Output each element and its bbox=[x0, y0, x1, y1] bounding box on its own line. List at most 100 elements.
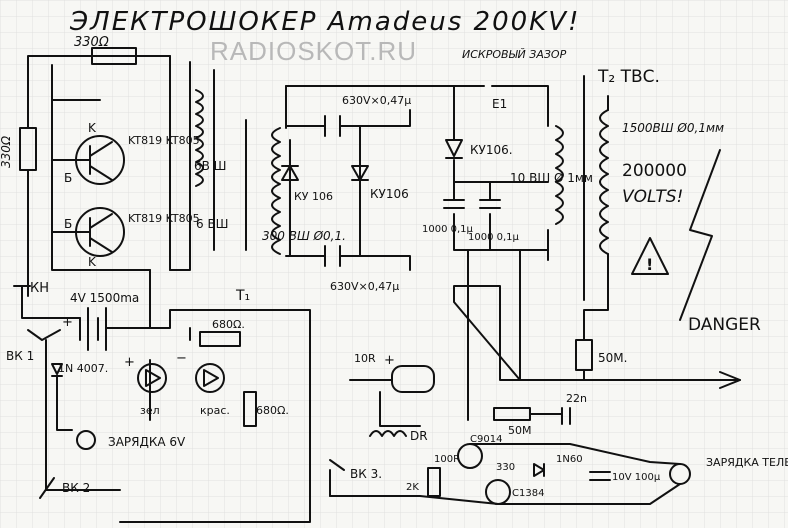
capacitor-10v-label: 10V 100μ bbox=[612, 472, 661, 483]
led-green bbox=[137, 363, 167, 393]
diode-1n4007-label: 1N 4007. bbox=[58, 362, 108, 375]
capacitor-top-label: 630V×0,47μ bbox=[342, 94, 411, 107]
diode-left-label: КУ 106 bbox=[294, 190, 333, 203]
r10-label: 10R bbox=[354, 352, 376, 365]
resistor-330-top bbox=[91, 47, 137, 65]
battery-cells bbox=[79, 307, 107, 351]
watermark: RADIOSKOT.RU bbox=[210, 36, 417, 66]
charge-phone-label: ЗАРЯДКА ТЕЛЕФОНА bbox=[706, 456, 788, 469]
resistor-50m-bottom-label: 50M bbox=[508, 424, 532, 437]
battery-wiring bbox=[45, 317, 119, 329]
plus-sign-a: + bbox=[62, 315, 73, 330]
t2-secondary-winding bbox=[583, 95, 609, 341]
output-arrow-icon bbox=[719, 371, 741, 389]
resistor-50m-right-label: 50M. bbox=[598, 351, 627, 365]
output-wiring bbox=[453, 285, 741, 381]
capacitor-bottom-label: 630V×0,47μ bbox=[330, 280, 399, 293]
lightning-bolt-icon bbox=[679, 149, 721, 321]
switch-vk3 bbox=[329, 459, 345, 497]
capacitor-22n-label: 22n bbox=[566, 392, 587, 405]
led-green-symbol bbox=[145, 369, 161, 387]
diode-1n-label: 1N60 bbox=[556, 454, 583, 465]
switch-vk2 bbox=[39, 477, 55, 499]
switch-vk1 bbox=[27, 329, 61, 341]
capacitor-bottom bbox=[324, 245, 341, 267]
resistor-2k bbox=[427, 467, 441, 497]
transistor-bottom bbox=[51, 207, 125, 257]
capacitor-22n bbox=[529, 407, 571, 425]
r100-label: 100R bbox=[434, 454, 460, 465]
r330-label: 330 bbox=[496, 462, 515, 473]
battery-label: 4V 1500ma bbox=[70, 291, 139, 305]
phone-charge-wiring bbox=[329, 443, 681, 505]
volts-number: 200000 bbox=[622, 161, 687, 181]
capacitor-1000-a-label: 1000 0,1μ bbox=[422, 224, 474, 235]
diode-1n60 bbox=[533, 463, 545, 477]
t2-secondary-label: 1500ВШ Ø0,1мм bbox=[622, 121, 724, 135]
spark-gap-label: ИСКРОВЫЙ ЗАЗОР bbox=[462, 48, 567, 61]
capacitor-1000-b bbox=[479, 199, 501, 209]
t1-primary-label: 300 ВШ Ø0,1. bbox=[262, 229, 346, 243]
charge-6v-label: ЗАРЯДКА 6V bbox=[108, 435, 186, 449]
multiplier-wiring bbox=[285, 85, 471, 271]
inductor-dr bbox=[369, 430, 407, 437]
resistor-680-side-label: 680Ω. bbox=[256, 404, 289, 417]
winding-10-label: 10 ВШ Ø 1мм bbox=[510, 171, 593, 185]
t2-primary-winding bbox=[555, 125, 564, 225]
vk1-label: ВК 1 bbox=[6, 349, 34, 363]
transistor-c9014-label: C9014 bbox=[470, 434, 502, 445]
led-wiring bbox=[117, 309, 311, 523]
diode-mid-label: КУ106 bbox=[370, 187, 409, 201]
winding-6vit-label: 6 ВШ bbox=[196, 217, 229, 231]
minus-sign-a: − bbox=[176, 351, 187, 366]
capacitor-10v bbox=[589, 471, 611, 481]
kh-label: КН bbox=[30, 281, 49, 296]
diode-right-label: КУ106. bbox=[470, 143, 513, 157]
resistor-330-left bbox=[19, 127, 37, 171]
resistor-680-top-label: 680Ω. bbox=[212, 318, 245, 331]
pin-b-bottom: Б bbox=[64, 217, 72, 231]
pin-b-top: Б bbox=[64, 171, 72, 185]
led-red bbox=[195, 363, 225, 393]
transistor-top-label: KT819 KT805 bbox=[128, 134, 200, 147]
charge-jack-6v bbox=[76, 430, 96, 450]
volts-word: VOLTS! bbox=[622, 187, 683, 207]
resistor-680-top bbox=[199, 331, 241, 347]
plus-sign-b: + bbox=[124, 355, 135, 370]
t1-name: T₁ bbox=[235, 288, 250, 304]
t1-secondary-winding bbox=[245, 119, 281, 255]
t1-feedback-winding bbox=[195, 69, 215, 251]
vk2-label: ВК 2 bbox=[62, 481, 90, 495]
led-red-symbol bbox=[203, 369, 219, 387]
capacitor-1000-a bbox=[443, 199, 465, 209]
stage2-wiring bbox=[453, 85, 549, 421]
diode-mid bbox=[351, 165, 369, 181]
diode-right bbox=[445, 139, 463, 159]
capacitor-top bbox=[324, 115, 341, 137]
led-green-label: зел bbox=[140, 404, 160, 417]
flashlight-wiring bbox=[349, 379, 421, 427]
resistor-330-left-label: 330Ω bbox=[0, 135, 13, 168]
transistor-bottom-label: KT819 KT805 bbox=[128, 212, 200, 225]
r2k-label: 2K bbox=[406, 482, 419, 493]
pin-k-top: K bbox=[88, 121, 97, 135]
t2-label: T₂ ТВС. bbox=[597, 67, 660, 87]
resistor-680-side bbox=[243, 391, 257, 427]
button-kh bbox=[13, 285, 31, 313]
warning-triangle bbox=[631, 237, 669, 275]
pin-k-bottom: K bbox=[88, 255, 97, 269]
vk3-label: ВК 3. bbox=[350, 467, 382, 481]
resistor-330-top-label: 330Ω bbox=[74, 35, 109, 50]
dr-label: DR bbox=[410, 429, 428, 443]
transistor-top bbox=[51, 135, 125, 185]
winding-6v-label: 6В Ш bbox=[194, 159, 227, 173]
title: ЭЛЕКТРОШОКЕР Amadeus 200KV! bbox=[69, 7, 580, 37]
e1-label: Е1 bbox=[492, 97, 507, 111]
plus-sign-c: + bbox=[384, 353, 395, 368]
transistor-c1384-label: C1384 bbox=[512, 488, 544, 499]
charge-wiring bbox=[56, 375, 73, 431]
capacitor-1000-b-label: 1000 0,1μ bbox=[468, 232, 520, 243]
